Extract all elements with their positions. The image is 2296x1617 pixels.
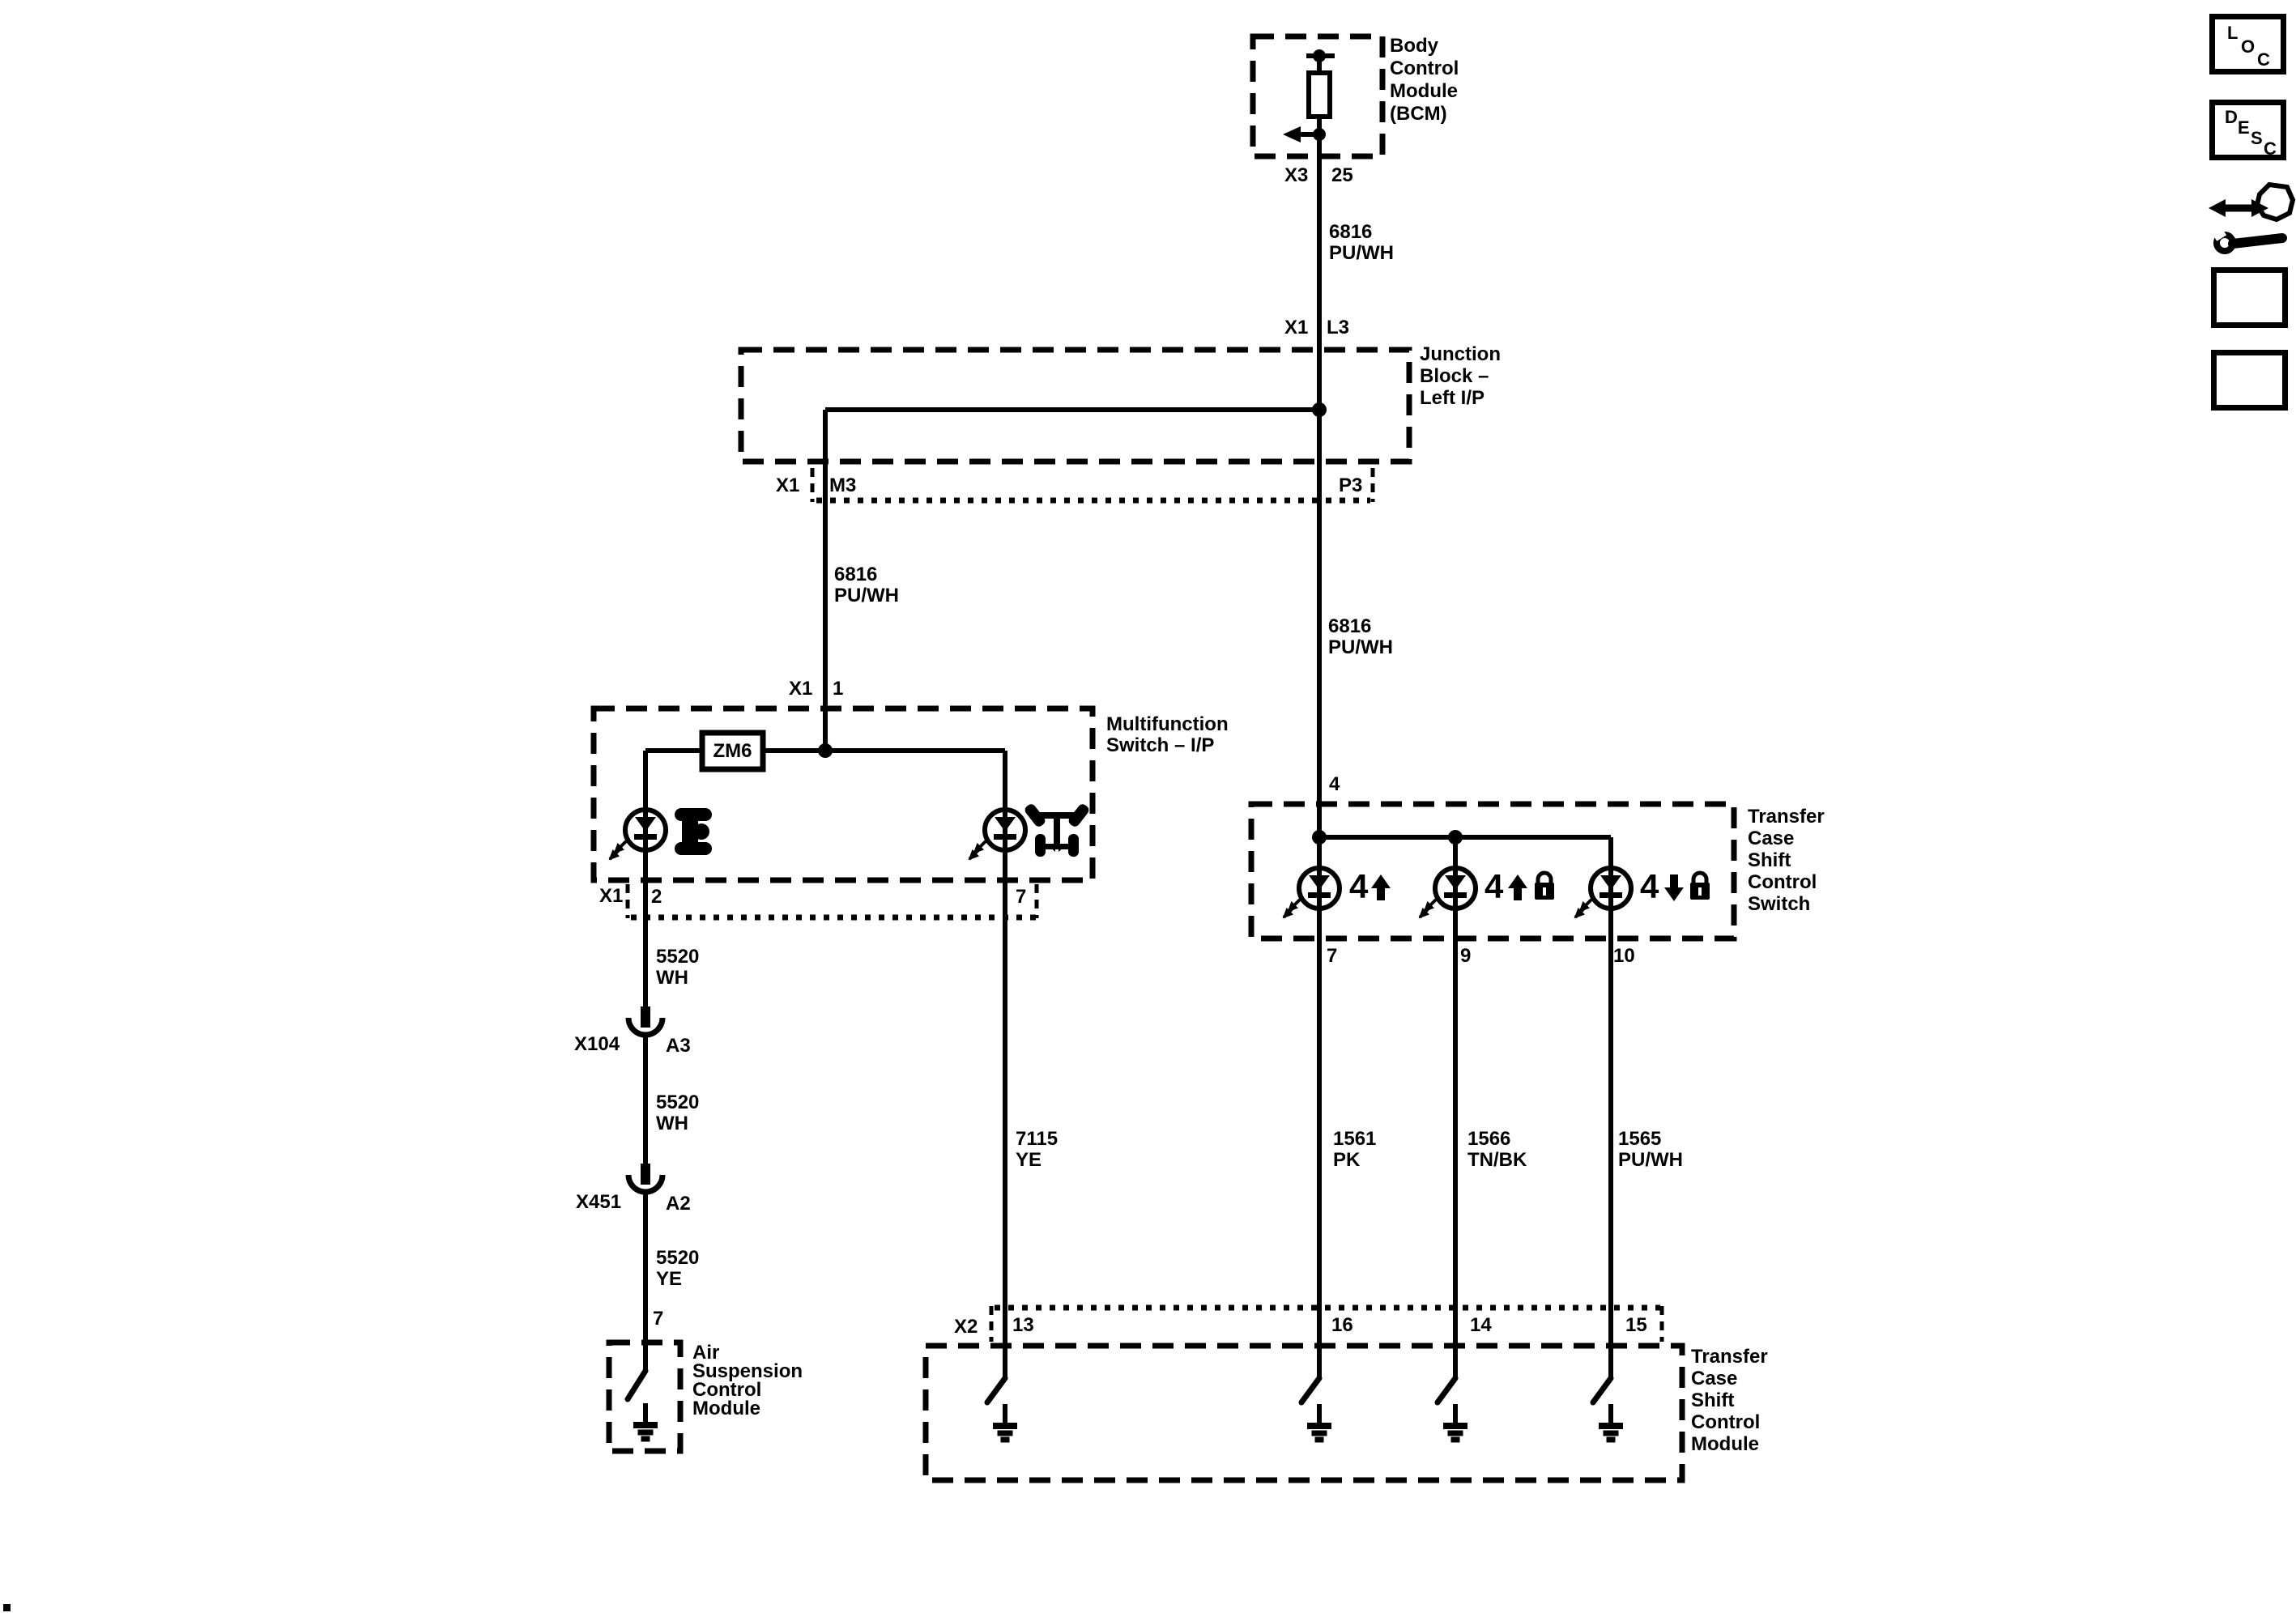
zm6-label: ZM6 (713, 739, 752, 762)
jb-in-pin-label: L3 (1327, 317, 1350, 338)
jb-strip-connector-label: X1 (776, 474, 800, 496)
transfer-case-switch-box (1248, 801, 1737, 942)
bcm-signal-arrowhead (1283, 126, 1301, 143)
tcs-pin-7-label: 7 (1327, 945, 1338, 967)
up-arrow-icon (1371, 874, 1391, 888)
jb-pin-p3-label: P3 (1339, 474, 1363, 496)
x104-pin-label: A3 (666, 1035, 691, 1057)
junction-block-box (738, 347, 1412, 465)
page-mark (3, 1604, 11, 1611)
mfs-pin-2-label: 2 (651, 886, 662, 908)
tcm-pin-16-label: 16 (1331, 1314, 1353, 1336)
led-4wd-indicator (969, 810, 1025, 859)
desc-letter: E (2238, 117, 2250, 138)
wire-label-1565puwh: 1565 PU/WH (1618, 1128, 1683, 1171)
air-suspension-icon (675, 808, 712, 855)
junction-dots (818, 49, 1463, 845)
desc-letter: D (2225, 107, 2238, 127)
tcs-led-glyphs (1371, 870, 1710, 901)
lock-icon (1690, 870, 1710, 900)
switch-blades (624, 1368, 1614, 1406)
bcm-connector-label: X3 (1284, 164, 1309, 186)
wire-label-5520ye: 5520 YE (656, 1247, 700, 1290)
mfs-pin-7-label: 7 (1016, 886, 1027, 908)
x104-name-label: X104 (574, 1033, 620, 1055)
bcm-resistor (1306, 70, 1332, 119)
jb-pin-m3-label: M3 (829, 474, 857, 496)
led-label-4hi-lock: 4 (1485, 867, 1504, 905)
ground-icon-tcm-14 (1443, 1404, 1467, 1440)
forward-arrow-button[interactable] (2211, 267, 2288, 328)
tcs-pin-10-label: 10 (1613, 945, 1635, 967)
x451-pin-label: A2 (666, 1193, 691, 1215)
transfer-case-module-title: Transfer Case Shift Control Module (1691, 1346, 1768, 1455)
vehicle-wrench-icon[interactable] (2209, 181, 2296, 254)
air-suspension-module-title: Air Suspension Control Module (692, 1342, 803, 1419)
multifunction-switch-title: Multifunction Switch – I/P (1106, 713, 1229, 756)
ground-icon-tcm-16 (1307, 1404, 1331, 1440)
bcm-box (1250, 33, 1386, 160)
connector-strips (625, 468, 1664, 1342)
ground-icon-tcm-13 (993, 1404, 1017, 1440)
wire-label-6816-top: 6816 PU/WH (1329, 221, 1394, 264)
mfs-in-connector-label: X1 (789, 678, 813, 700)
mfs-strip-connector-label: X1 (599, 885, 624, 907)
led-label-4hi: 4 (1349, 867, 1369, 905)
desc-button[interactable]: D E S C (2209, 100, 2286, 160)
tcs-pin-9-label: 9 (1460, 945, 1472, 967)
inline-connector-x451-icon (628, 1164, 662, 1192)
x451-name-label: X451 (576, 1191, 622, 1213)
desc-letter: C (2264, 138, 2277, 159)
transfer-case-switch-title: Transfer Case Shift Control Switch (1748, 806, 1825, 915)
ground-icon-tcm-15 (1599, 1404, 1623, 1440)
wire-label-6816-right: 6816 PU/WH (1328, 615, 1393, 658)
wires (643, 53, 1613, 1378)
zm6-resistor-block (699, 730, 766, 772)
wire-label-1566tnbk: 1566 TN/BK (1467, 1128, 1527, 1171)
tcm-pin-13-label: 13 (1012, 1314, 1034, 1336)
up-arrow-icon (1508, 874, 1527, 888)
led-4hi-lock-indicator (1420, 868, 1476, 917)
jb-in-connector-label: X1 (1284, 317, 1309, 338)
led-air-suspension-indicator (610, 810, 666, 859)
loc-button[interactable]: L O C (2209, 14, 2286, 74)
tcm-pin-15-label: 15 (1625, 1314, 1647, 1336)
drivetrain-icon (1024, 804, 1089, 857)
loc-letter: C (2257, 49, 2270, 70)
asm-pin-label: 7 (653, 1308, 664, 1330)
inline-connector-x104-icon (628, 1006, 662, 1035)
tcm-pin-14-label: 14 (1470, 1314, 1492, 1336)
lock-icon (1535, 870, 1554, 900)
mfs-in-pin-label: 1 (833, 678, 844, 700)
ground-icon-asm (633, 1403, 658, 1439)
led-4lo-lock-indicator (1575, 868, 1631, 917)
down-arrow-icon (1664, 887, 1684, 901)
loc-letter: O (2241, 36, 2256, 57)
wire-label-5520wh-1: 5520 WH (656, 946, 700, 989)
led-4hi-indicator (1284, 868, 1340, 917)
multifunction-switch-box (590, 705, 1096, 883)
transfer-case-module-box (922, 1343, 1685, 1483)
wire-label-1561pk: 1561 PK (1333, 1128, 1377, 1171)
bcm-pin-label: 25 (1331, 164, 1353, 186)
tcm-strip-connector-label: X2 (954, 1316, 978, 1338)
desc-letter: S (2251, 128, 2263, 148)
wire-label-6816-left: 6816 PU/WH (834, 564, 899, 606)
led-label-4lo-lock: 4 (1640, 867, 1659, 905)
wire-label-5520wh-2: 5520 WH (656, 1091, 700, 1134)
loc-letter: L (2227, 23, 2238, 43)
bcm-title: Body Control Module (BCM) (1390, 35, 1459, 125)
wire-label-7115ye: 7115 YE (1016, 1128, 1059, 1171)
back-arrow-button[interactable] (2211, 350, 2288, 411)
tcs-in-pin-label: 4 (1329, 773, 1340, 795)
junction-block-title: Junction Block – Left I/P (1420, 343, 1501, 409)
